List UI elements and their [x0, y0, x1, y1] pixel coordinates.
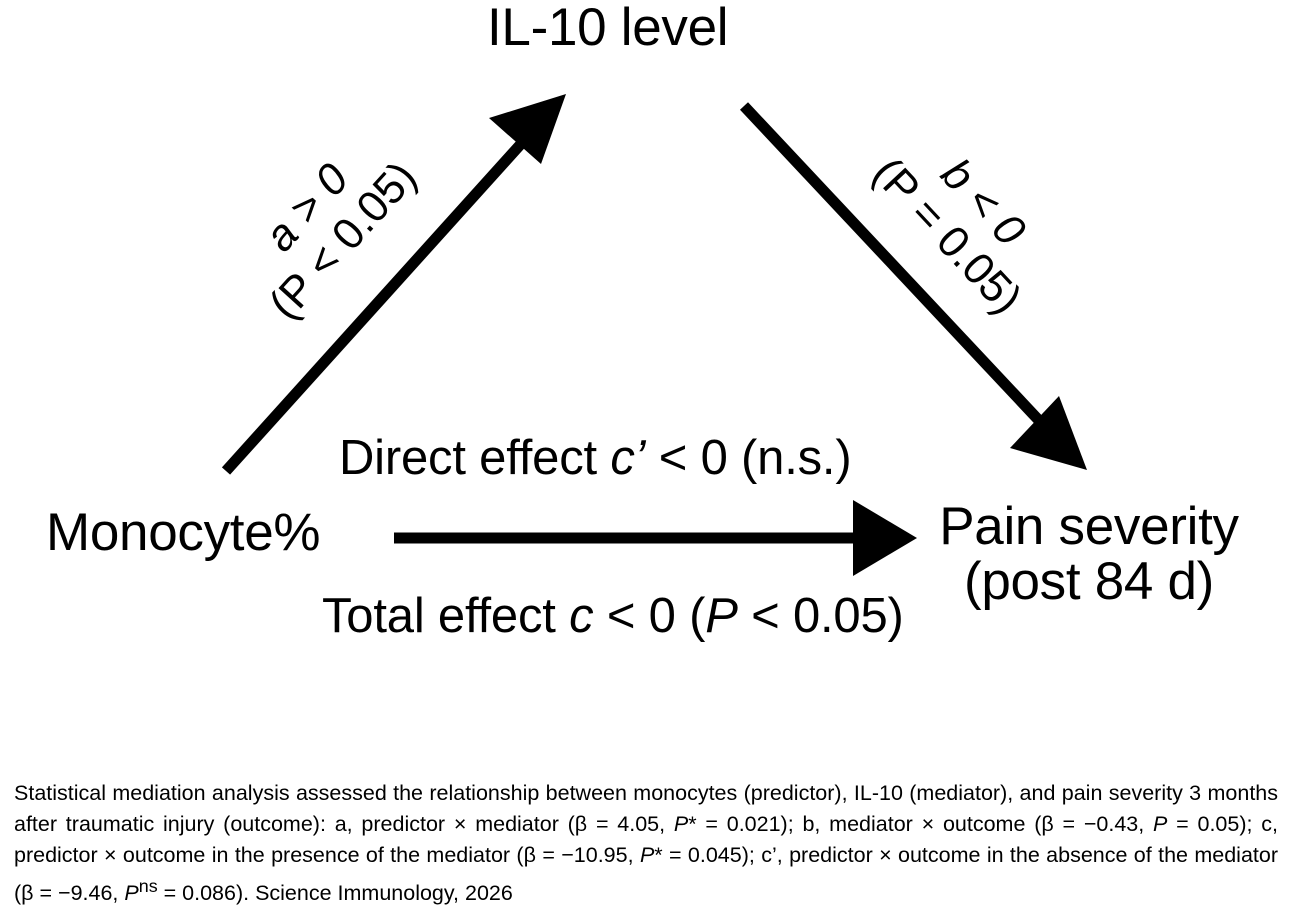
direct-effect-suffix: < 0 (n.s.) — [645, 431, 852, 485]
total-effect-p-symbol: P — [705, 589, 738, 643]
direct-effect-symbol: c’ — [610, 431, 646, 485]
node-outcome-line2: (post 84 d) — [963, 552, 1215, 612]
arrow-path-c — [394, 500, 917, 576]
caption-p-superscript-ns: ns — [138, 876, 158, 896]
figure-caption: Statistical mediation analysis assessed … — [14, 778, 1278, 909]
caption-p-2: P — [1153, 812, 1168, 836]
caption-segment-4: * = 0.045); c’, predictor × outcome in t… — [14, 843, 1278, 906]
label-direct-effect: Direct effect c’ < 0 (n.s.) — [339, 430, 852, 486]
caption-p-4: P — [124, 881, 139, 906]
direct-effect-prefix: Direct effect — [339, 431, 611, 485]
node-outcome-line1: Pain severity — [939, 497, 1239, 556]
caption-segment-5: = 0.086). Science Immunology, 2026 — [157, 881, 513, 906]
arrow-path-b — [739, 102, 1087, 470]
node-outcome-pain-severity: Pain severity (post 84 d) — [921, 499, 1257, 609]
caption-segment-1: Statistical mediation analysis assessed … — [14, 781, 1278, 836]
total-effect-prefix: Total effect — [322, 589, 570, 643]
total-effect-symbol: c — [569, 589, 594, 643]
label-total-effect: Total effect c < 0 (P < 0.05) — [322, 588, 904, 644]
caption-segment-2: * = 0.021); b, mediator × outcome (β = −… — [688, 812, 1154, 836]
caption-p-3: P — [639, 843, 655, 867]
node-mediator-il10: IL-10 level — [487, 0, 729, 57]
mediation-diagram: IL-10 level Monocyte% Pain severity (pos… — [46, 0, 1257, 644]
diagram-arrows-svg — [221, 94, 1087, 576]
arrow-path-a — [221, 94, 566, 475]
caption-segment-3: = 0.05); c, predictor × outcome in the p… — [14, 812, 1278, 867]
caption-p-1: P — [673, 812, 689, 836]
node-predictor-monocyte: Monocyte% — [46, 503, 321, 562]
total-effect-suffix: < 0.05) — [737, 589, 904, 643]
total-effect-middle: < 0 ( — [593, 589, 706, 643]
